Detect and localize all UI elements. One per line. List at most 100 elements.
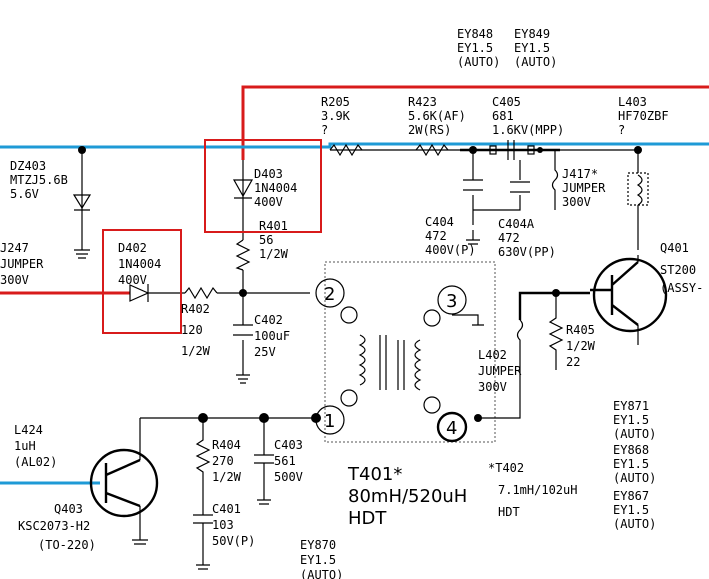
r423-value: 5.6K(AF) xyxy=(408,109,466,123)
dz403-label: DZ403 xyxy=(10,159,46,173)
ey870-value: EY1.5 xyxy=(300,553,336,567)
node-pin1 xyxy=(311,413,321,423)
t401-pin-2 xyxy=(315,278,345,308)
d402-value: 1N4004 xyxy=(118,257,161,271)
blue-bus-wire xyxy=(0,142,709,149)
c404-branch xyxy=(472,150,521,225)
c402-ground xyxy=(236,374,250,384)
t401-pin-1-label: 1 xyxy=(324,411,335,432)
ey867-auto: (AUTO) xyxy=(613,517,656,531)
c404a-volt: 630V(PP) xyxy=(498,245,556,259)
r405-resistor xyxy=(548,293,564,370)
t401-tap-d xyxy=(423,396,441,414)
t401-pin-3-label: 3 xyxy=(446,291,457,312)
ey848-label: EY848 xyxy=(457,27,493,41)
r401-label: R401 xyxy=(259,219,288,233)
q401-label: Q401 xyxy=(660,241,689,255)
c401-volt: 50V(P) xyxy=(212,534,255,548)
ey849-auto: (AUTO) xyxy=(514,55,557,69)
c402-volt: 25V xyxy=(254,345,276,359)
ey849-value: EY1.5 xyxy=(514,41,550,55)
l403-turns xyxy=(636,174,643,206)
r405-watt: 1/2W xyxy=(566,339,596,353)
ey870-label: EY870 xyxy=(300,538,336,552)
l402-volt: 300V xyxy=(478,380,507,394)
c403-value: 561 xyxy=(274,454,296,468)
ey871-value: EY1.5 xyxy=(613,413,649,427)
ey849-label: EY849 xyxy=(514,27,550,41)
ey871-auto: (AUTO) xyxy=(613,427,656,441)
c402-capacitor xyxy=(233,324,253,336)
l403-value: HF70ZBF xyxy=(618,109,669,123)
l403-label: L403 xyxy=(618,95,647,109)
d403-volt: 400V xyxy=(254,195,283,209)
q403-package: (TO-220) xyxy=(38,538,96,552)
pin3-ground xyxy=(452,314,484,326)
c405-pad xyxy=(489,145,497,155)
dz403-volt: 5.6V xyxy=(10,187,39,201)
r401-value: 56 xyxy=(259,233,273,247)
r404-watt: 1/2W xyxy=(212,470,242,484)
dz403-value: MTZJ5.6B xyxy=(10,173,68,187)
c403-capacitor xyxy=(254,418,274,500)
t401-core xyxy=(379,335,405,390)
c402-label: C402 xyxy=(254,313,283,327)
t401-frame xyxy=(324,261,496,443)
q403-emitter xyxy=(132,506,148,545)
r205-resistor xyxy=(329,143,363,157)
l424-value: 1uH xyxy=(14,439,36,453)
d402-label: D402 xyxy=(118,241,147,255)
r402-value: 120 xyxy=(181,323,203,337)
q403-value: KSC2073-H2 xyxy=(18,519,90,533)
c405-kv: 1.6KV(MPP) xyxy=(492,123,564,137)
q403-label: Q403 xyxy=(54,502,83,516)
c405-label: C405 xyxy=(492,95,521,109)
q403-transistor xyxy=(89,448,159,518)
highlight-box-d403 xyxy=(204,139,322,233)
d403-value: 1N4004 xyxy=(254,181,297,195)
dz403-zener xyxy=(72,194,92,211)
ey868-auto: (AUTO) xyxy=(613,471,656,485)
c404-label: C404 xyxy=(425,215,454,229)
l402-value: JUMPER xyxy=(478,364,522,378)
r402-resistor xyxy=(184,286,218,300)
q401-collector-wire xyxy=(518,291,590,320)
j247-volt: 300V xyxy=(0,273,29,287)
c404a-value: 472 xyxy=(498,231,520,245)
l402-jumper xyxy=(478,319,524,419)
c402-value: 100uF xyxy=(254,329,290,343)
t401-primary xyxy=(358,334,366,386)
ey848-auto: (AUTO) xyxy=(457,55,500,69)
q401-assy: (ASSY- xyxy=(660,281,703,295)
ey867-value: EY1.5 xyxy=(613,503,649,517)
ey871-label: EY871 xyxy=(613,399,649,413)
d403-label: D403 xyxy=(254,167,283,181)
c405-pad-2 xyxy=(527,145,535,155)
t401-pin-4-label: 4 xyxy=(446,418,457,439)
c404-capacitor xyxy=(463,179,483,191)
r404-value: 270 xyxy=(212,454,234,468)
r423-watt: 2W(RS) xyxy=(408,123,451,137)
q403-base xyxy=(104,458,141,508)
t401-type: HDT xyxy=(348,508,387,529)
r205-value: 3.9K xyxy=(321,109,351,123)
ey870-auto: (AUTO) xyxy=(300,568,343,579)
r401-resistor xyxy=(235,239,251,271)
l424-package: (AL02) xyxy=(14,455,57,469)
r423-label: R423 xyxy=(408,95,437,109)
node-pin4 xyxy=(474,414,482,422)
r404-label: R404 xyxy=(212,438,241,452)
t401-tap-b xyxy=(340,389,358,407)
r423-resistor xyxy=(415,143,449,157)
t401-tap-c xyxy=(423,309,441,327)
r404-resistor xyxy=(195,418,211,515)
t401-value: 80mH/520uH xyxy=(348,486,467,507)
highlight-box-d402 xyxy=(102,229,182,334)
c401-ground xyxy=(196,564,210,570)
d403-diode xyxy=(232,179,254,199)
j417-value: JUMPER xyxy=(562,181,606,195)
t401-pin-4 xyxy=(436,411,468,443)
c403-volt: 500V xyxy=(274,470,303,484)
l403-coil xyxy=(627,172,649,206)
